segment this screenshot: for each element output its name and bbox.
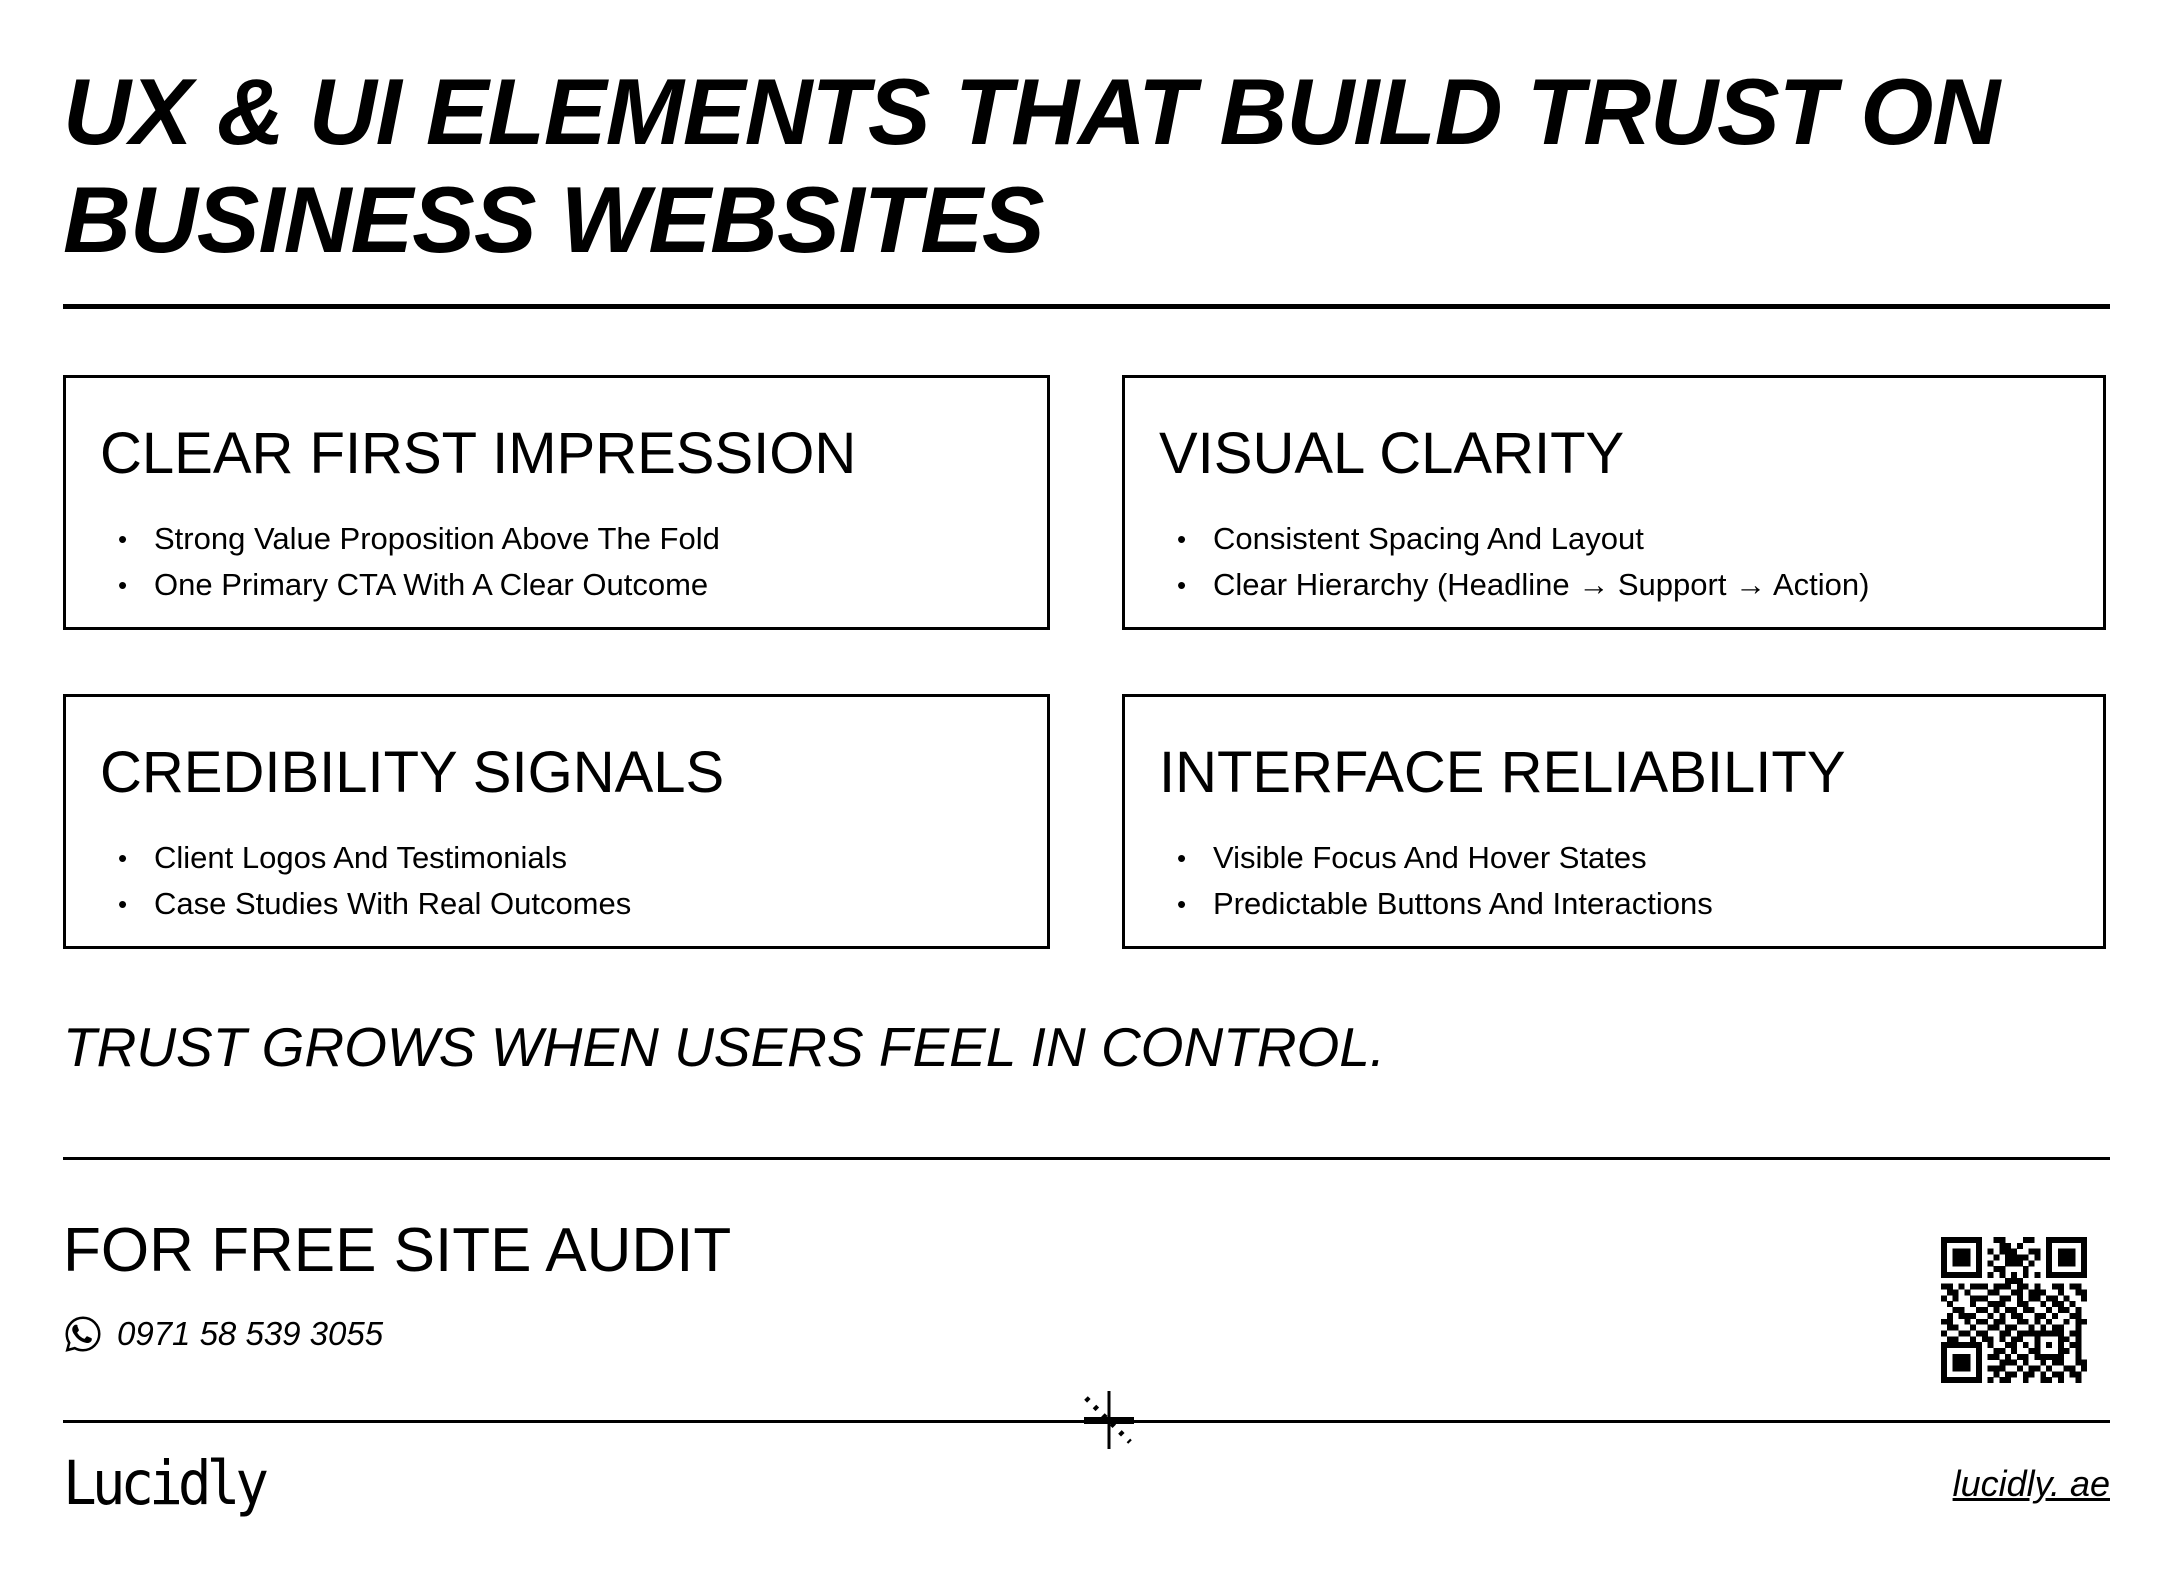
tagline: TRUST GROWS WHEN USERS FEEL IN CONTROL. <box>63 1016 1386 1078</box>
card-title: INTERFACE RELIABILITY <box>1159 740 1846 805</box>
lucidly-logo: Lucidly <box>63 1449 269 1520</box>
page-title-line2: BUSINESS WEBSITES <box>63 167 1045 272</box>
website-link[interactable]: lucidly. ae <box>1952 1463 2110 1504</box>
header-divider <box>63 304 2110 309</box>
card-bullet-list: Consistent Spacing And Layout Clear Hier… <box>1155 516 2067 608</box>
phone-number[interactable]: 0971 58 539 3055 <box>117 1315 384 1352</box>
card-bullet-list: Strong Value Proposition Above The Fold … <box>96 516 1011 608</box>
card-title: CLEAR FIRST IMPRESSION <box>100 421 857 486</box>
card-clear-first-impression: CLEAR FIRST IMPRESSION Strong Value Prop… <box>63 375 1050 630</box>
card-interface-reliability: INTERFACE RELIABILITY Visible Focus And … <box>1122 694 2106 949</box>
bullet-item: Visible Focus And Hover States <box>1155 835 2067 881</box>
card-bullet-list: Visible Focus And Hover States Predictab… <box>1155 835 2067 927</box>
bullet-item: One Primary CTA With A Clear Outcome <box>96 562 1011 608</box>
card-title: CREDIBILITY SIGNALS <box>100 740 725 805</box>
card-title: VISUAL CLARITY <box>1159 421 1625 486</box>
bullet-item: Client Logos And Testimonials <box>96 835 1011 881</box>
bullet-item: Strong Value Proposition Above The Fold <box>96 516 1011 562</box>
bullet-item: Case Studies With Real Outcomes <box>96 881 1011 927</box>
card-visual-clarity: VISUAL CLARITY Consistent Spacing And La… <box>1122 375 2106 630</box>
bullet-item: Consistent Spacing And Layout <box>1155 516 2067 562</box>
footer-divider-wrap <box>63 1391 2110 1449</box>
bullet-item: Clear Hierarchy (Headline → Support → Ac… <box>1155 562 2067 608</box>
page-title-line1: UX & UI ELEMENTS THAT BUILD TRUST ON <box>63 59 2000 164</box>
footer: Lucidly lucidly. ae <box>63 1449 2110 1519</box>
phone-contact[interactable]: 0971 58 539 3055 <box>63 1314 2110 1354</box>
crosshair-cursor-icon <box>1079 1391 1139 1451</box>
qr-code <box>1941 1237 2087 1383</box>
whatsapp-icon <box>63 1314 103 1354</box>
trust-cards-grid: CLEAR FIRST IMPRESSION Strong Value Prop… <box>63 375 2110 949</box>
mid-divider <box>63 1157 2110 1160</box>
card-credibility-signals: CREDIBILITY SIGNALS Client Logos And Tes… <box>63 694 1050 949</box>
bullet-item: Predictable Buttons And Interactions <box>1155 881 2067 927</box>
card-bullet-list: Client Logos And Testimonials Case Studi… <box>96 835 1011 927</box>
cta-heading: FOR FREE SITE AUDIT <box>63 1216 732 1285</box>
